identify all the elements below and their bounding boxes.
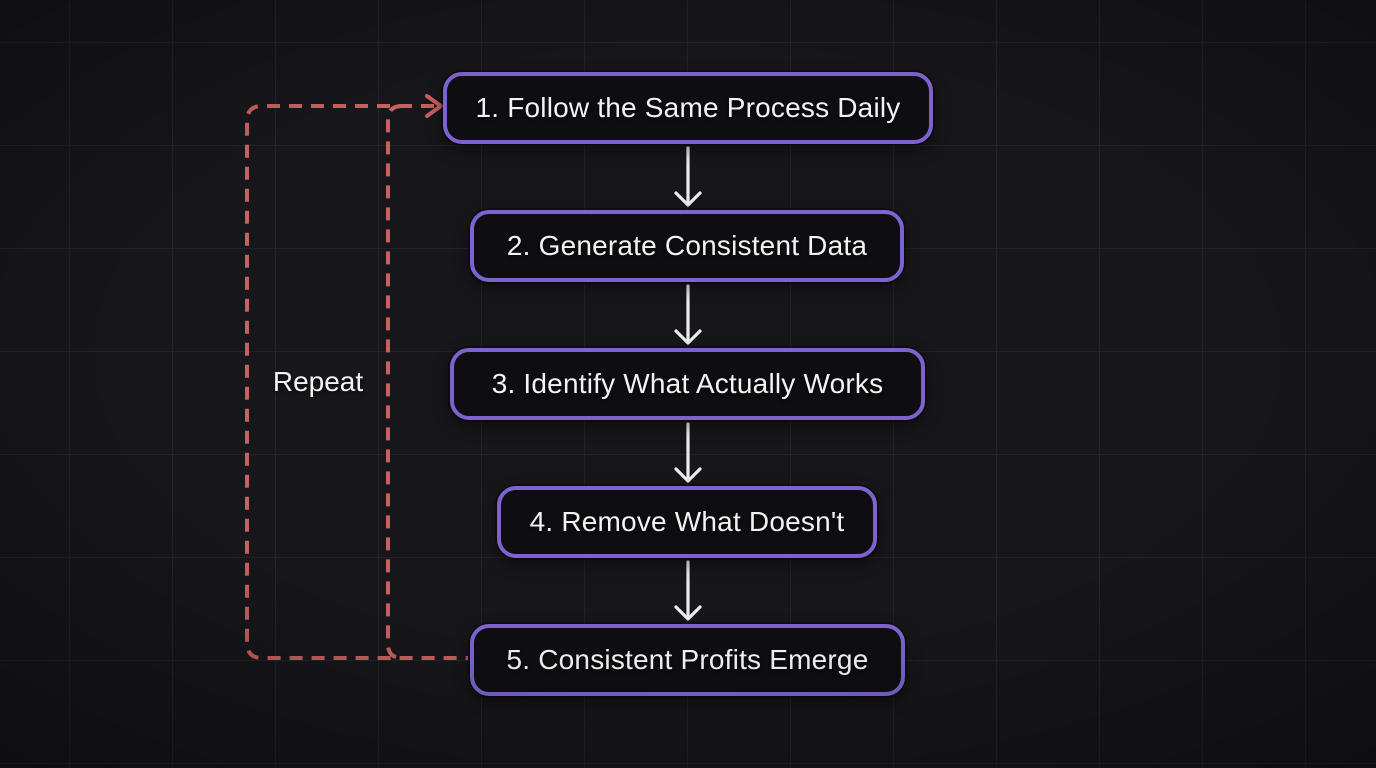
arrow-down-icon xyxy=(674,467,702,483)
step-node-4: 4. Remove What Doesn't xyxy=(497,486,877,558)
step-label-2: 2. Generate Consistent Data xyxy=(506,230,868,261)
repeat-loop-outer-path xyxy=(245,104,468,660)
step-node-5: 5. Consistent Profits Emerge xyxy=(470,624,905,696)
arrow-down-icon xyxy=(674,191,702,207)
flow-arrow-1 xyxy=(674,146,702,207)
step-label-5: 5. Consistent Profits Emerge xyxy=(506,644,869,675)
arrow-down-icon xyxy=(674,605,702,621)
flow-arrow-3 xyxy=(674,422,702,483)
arrow-down-icon xyxy=(674,329,702,345)
repeat-loop-label: Repeat xyxy=(272,366,364,397)
flow-arrow-4 xyxy=(674,560,702,621)
step-label-1: 1. Follow the Same Process Daily xyxy=(475,92,901,123)
flow-arrow-2 xyxy=(674,284,702,345)
step-node-3: 3. Identify What Actually Works xyxy=(450,348,925,420)
step-node-2: 2. Generate Consistent Data xyxy=(470,210,904,282)
loop-arrowhead-icon xyxy=(425,94,443,118)
step-node-1: 1. Follow the Same Process Daily xyxy=(443,72,933,144)
repeat-loop-inner-path xyxy=(386,104,403,660)
step-label-3: 3. Identify What Actually Works xyxy=(491,368,884,399)
step-label-4: 4. Remove What Doesn't xyxy=(529,506,845,537)
